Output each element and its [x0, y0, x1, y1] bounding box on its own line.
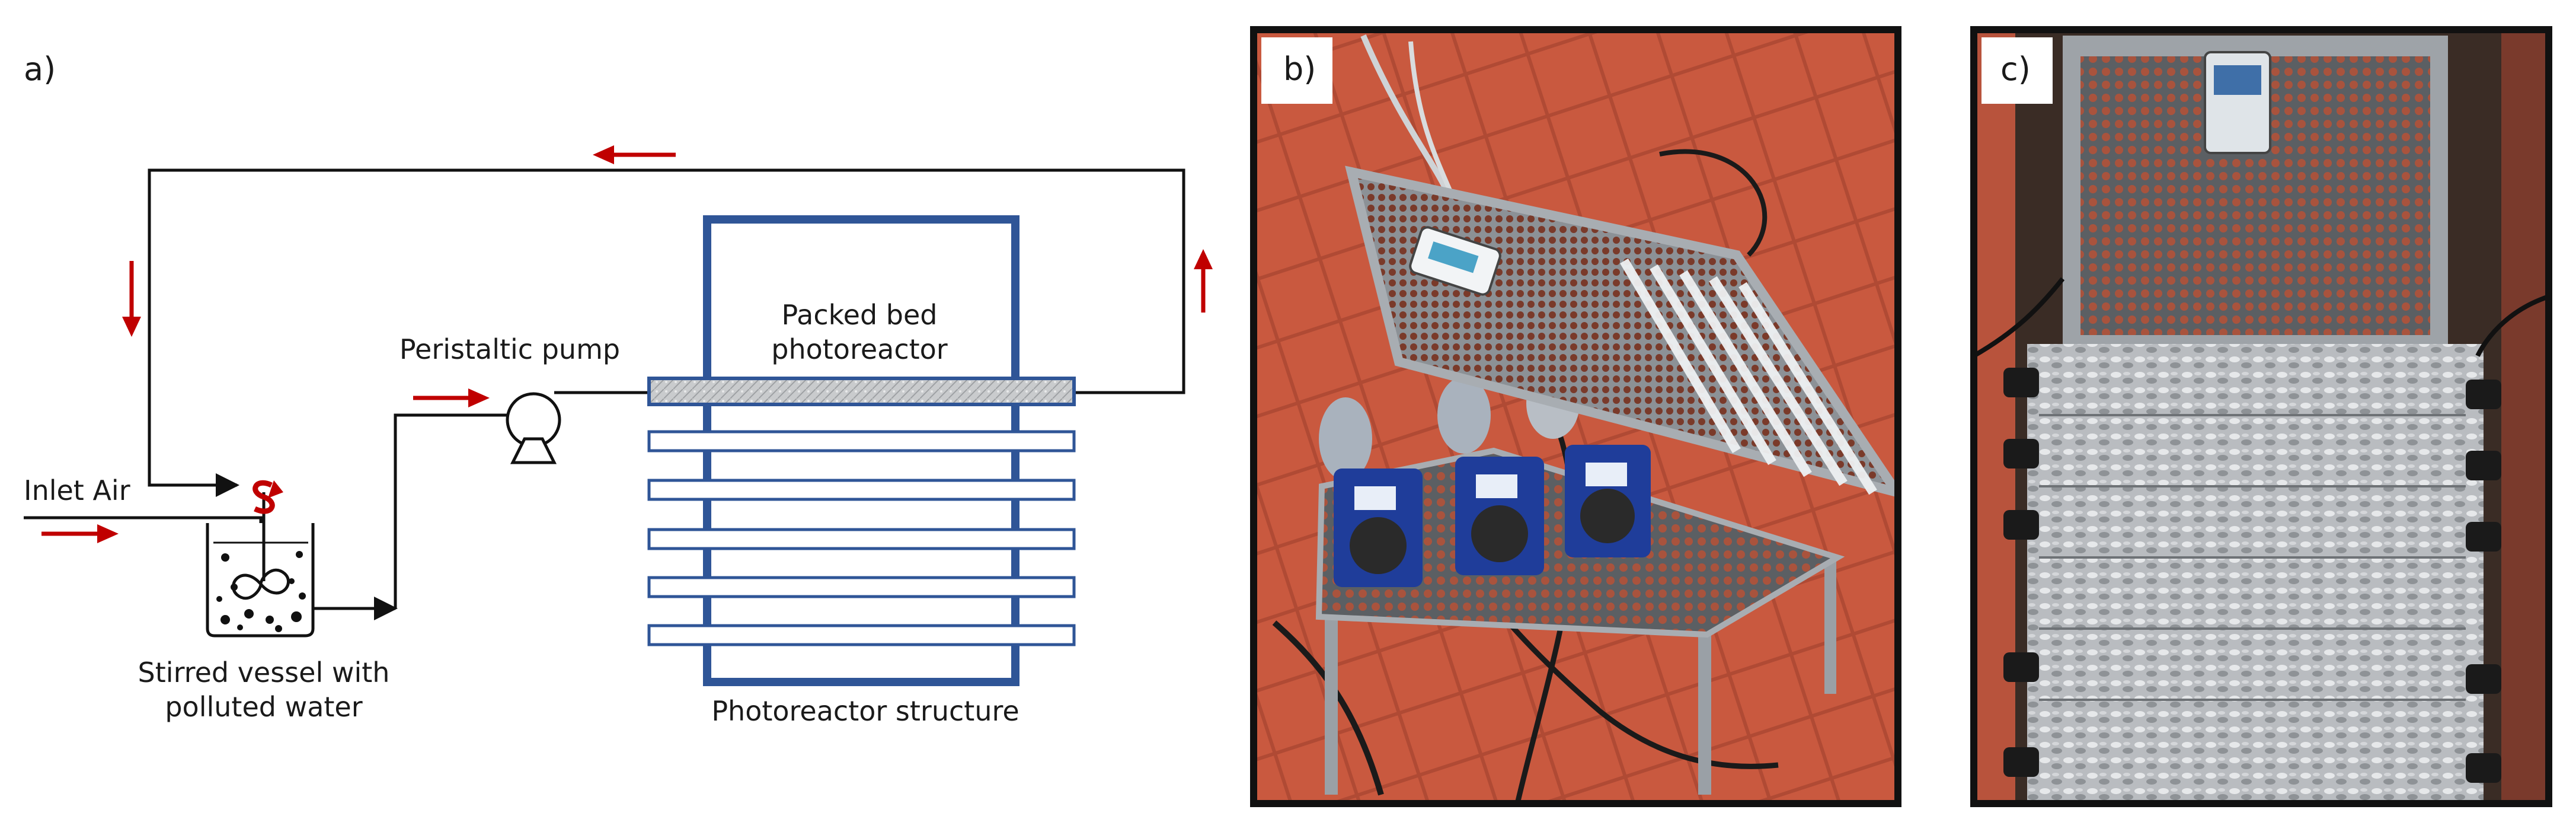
panel-a-schematic: a)	[24, 50, 1213, 727]
flow-arrow-right-up	[1194, 249, 1213, 313]
panel-b-border	[1250, 26, 1901, 807]
pump-suction-pipe	[394, 413, 509, 608]
panel-c-border	[1970, 26, 2552, 807]
panel-c-photo: c)	[1970, 26, 2552, 807]
stirrer-impeller	[232, 568, 290, 600]
flow-arrow-top	[593, 145, 676, 164]
bubbles	[216, 551, 306, 632]
panel-c-label: c)	[2000, 50, 2031, 88]
flow-arrow-air	[41, 524, 119, 543]
motor-rotation-icon	[253, 480, 275, 514]
panel-a-label: a)	[24, 50, 56, 88]
flow-arrow-left-down	[122, 261, 141, 337]
stirred-vessel	[206, 480, 315, 638]
flow-arrow-pump	[413, 388, 490, 407]
reactor-label-line1: Packed bed	[782, 299, 938, 331]
inlet-air-label: Inlet Air	[24, 474, 130, 506]
pump-label: Peristaltic pump	[399, 333, 620, 365]
peristaltic-pump-unit	[1455, 457, 1544, 575]
panel-b-label: b)	[1283, 50, 1316, 88]
vessel-label-line2: polluted water	[165, 691, 362, 723]
structure-label: Photoreactor structure	[711, 695, 1019, 727]
packed-bed-tube	[647, 377, 1076, 406]
structure-tubes	[647, 430, 1076, 646]
vessel-label-line1: Stirred vessel with	[138, 656, 390, 689]
panel-b-photo: b)	[1250, 26, 1901, 807]
flow-arrows	[41, 145, 1213, 543]
peristaltic-pump-unit	[1565, 445, 1651, 557]
return-pipe	[148, 168, 1185, 497]
reactor-label-line2: photoreactor	[771, 333, 948, 365]
peristaltic-pump-unit	[1334, 469, 1423, 587]
peristaltic-pump	[506, 392, 561, 464]
